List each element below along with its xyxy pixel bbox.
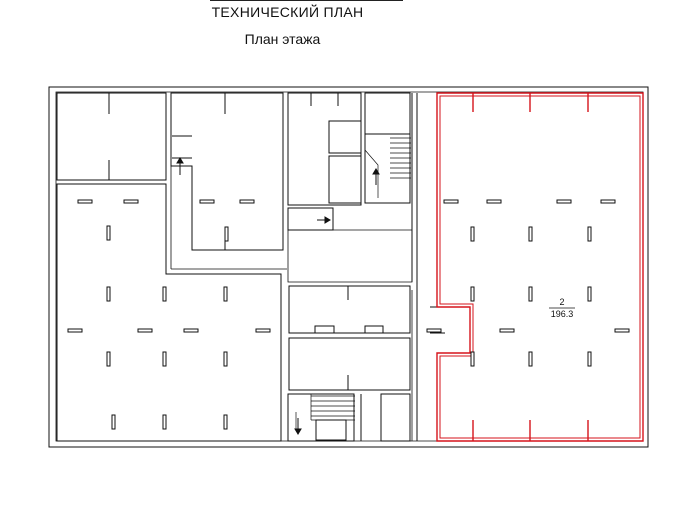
stair-core-bottom	[287, 393, 355, 442]
direction-arrow-icon	[176, 157, 380, 435]
room-2-area: 196.3	[551, 309, 574, 319]
room-upper-middle	[170, 92, 284, 251]
room-2-label: 2 196.3	[549, 297, 575, 319]
room-central-small-2	[328, 155, 362, 204]
room-central-top	[287, 92, 362, 206]
room-central-small-1	[328, 120, 362, 154]
page-subtitle: План этажа	[244, 31, 321, 47]
room-2-outline	[436, 92, 644, 442]
room-lower-centre-2	[288, 337, 411, 391]
building-outline	[48, 86, 649, 448]
room-2-number: 2	[559, 297, 564, 307]
room-left-large	[56, 183, 282, 442]
building-inner-wall	[55, 91, 644, 442]
room-lower-centre-1	[288, 285, 411, 334]
title-rule	[210, 0, 403, 1]
room-top-left	[56, 92, 167, 181]
column-grid	[67, 199, 630, 430]
page-title: ТЕХНИЧЕСКИЙ ПЛАН	[211, 4, 364, 20]
staircase-icon	[364, 137, 411, 198]
corridor	[287, 229, 413, 283]
